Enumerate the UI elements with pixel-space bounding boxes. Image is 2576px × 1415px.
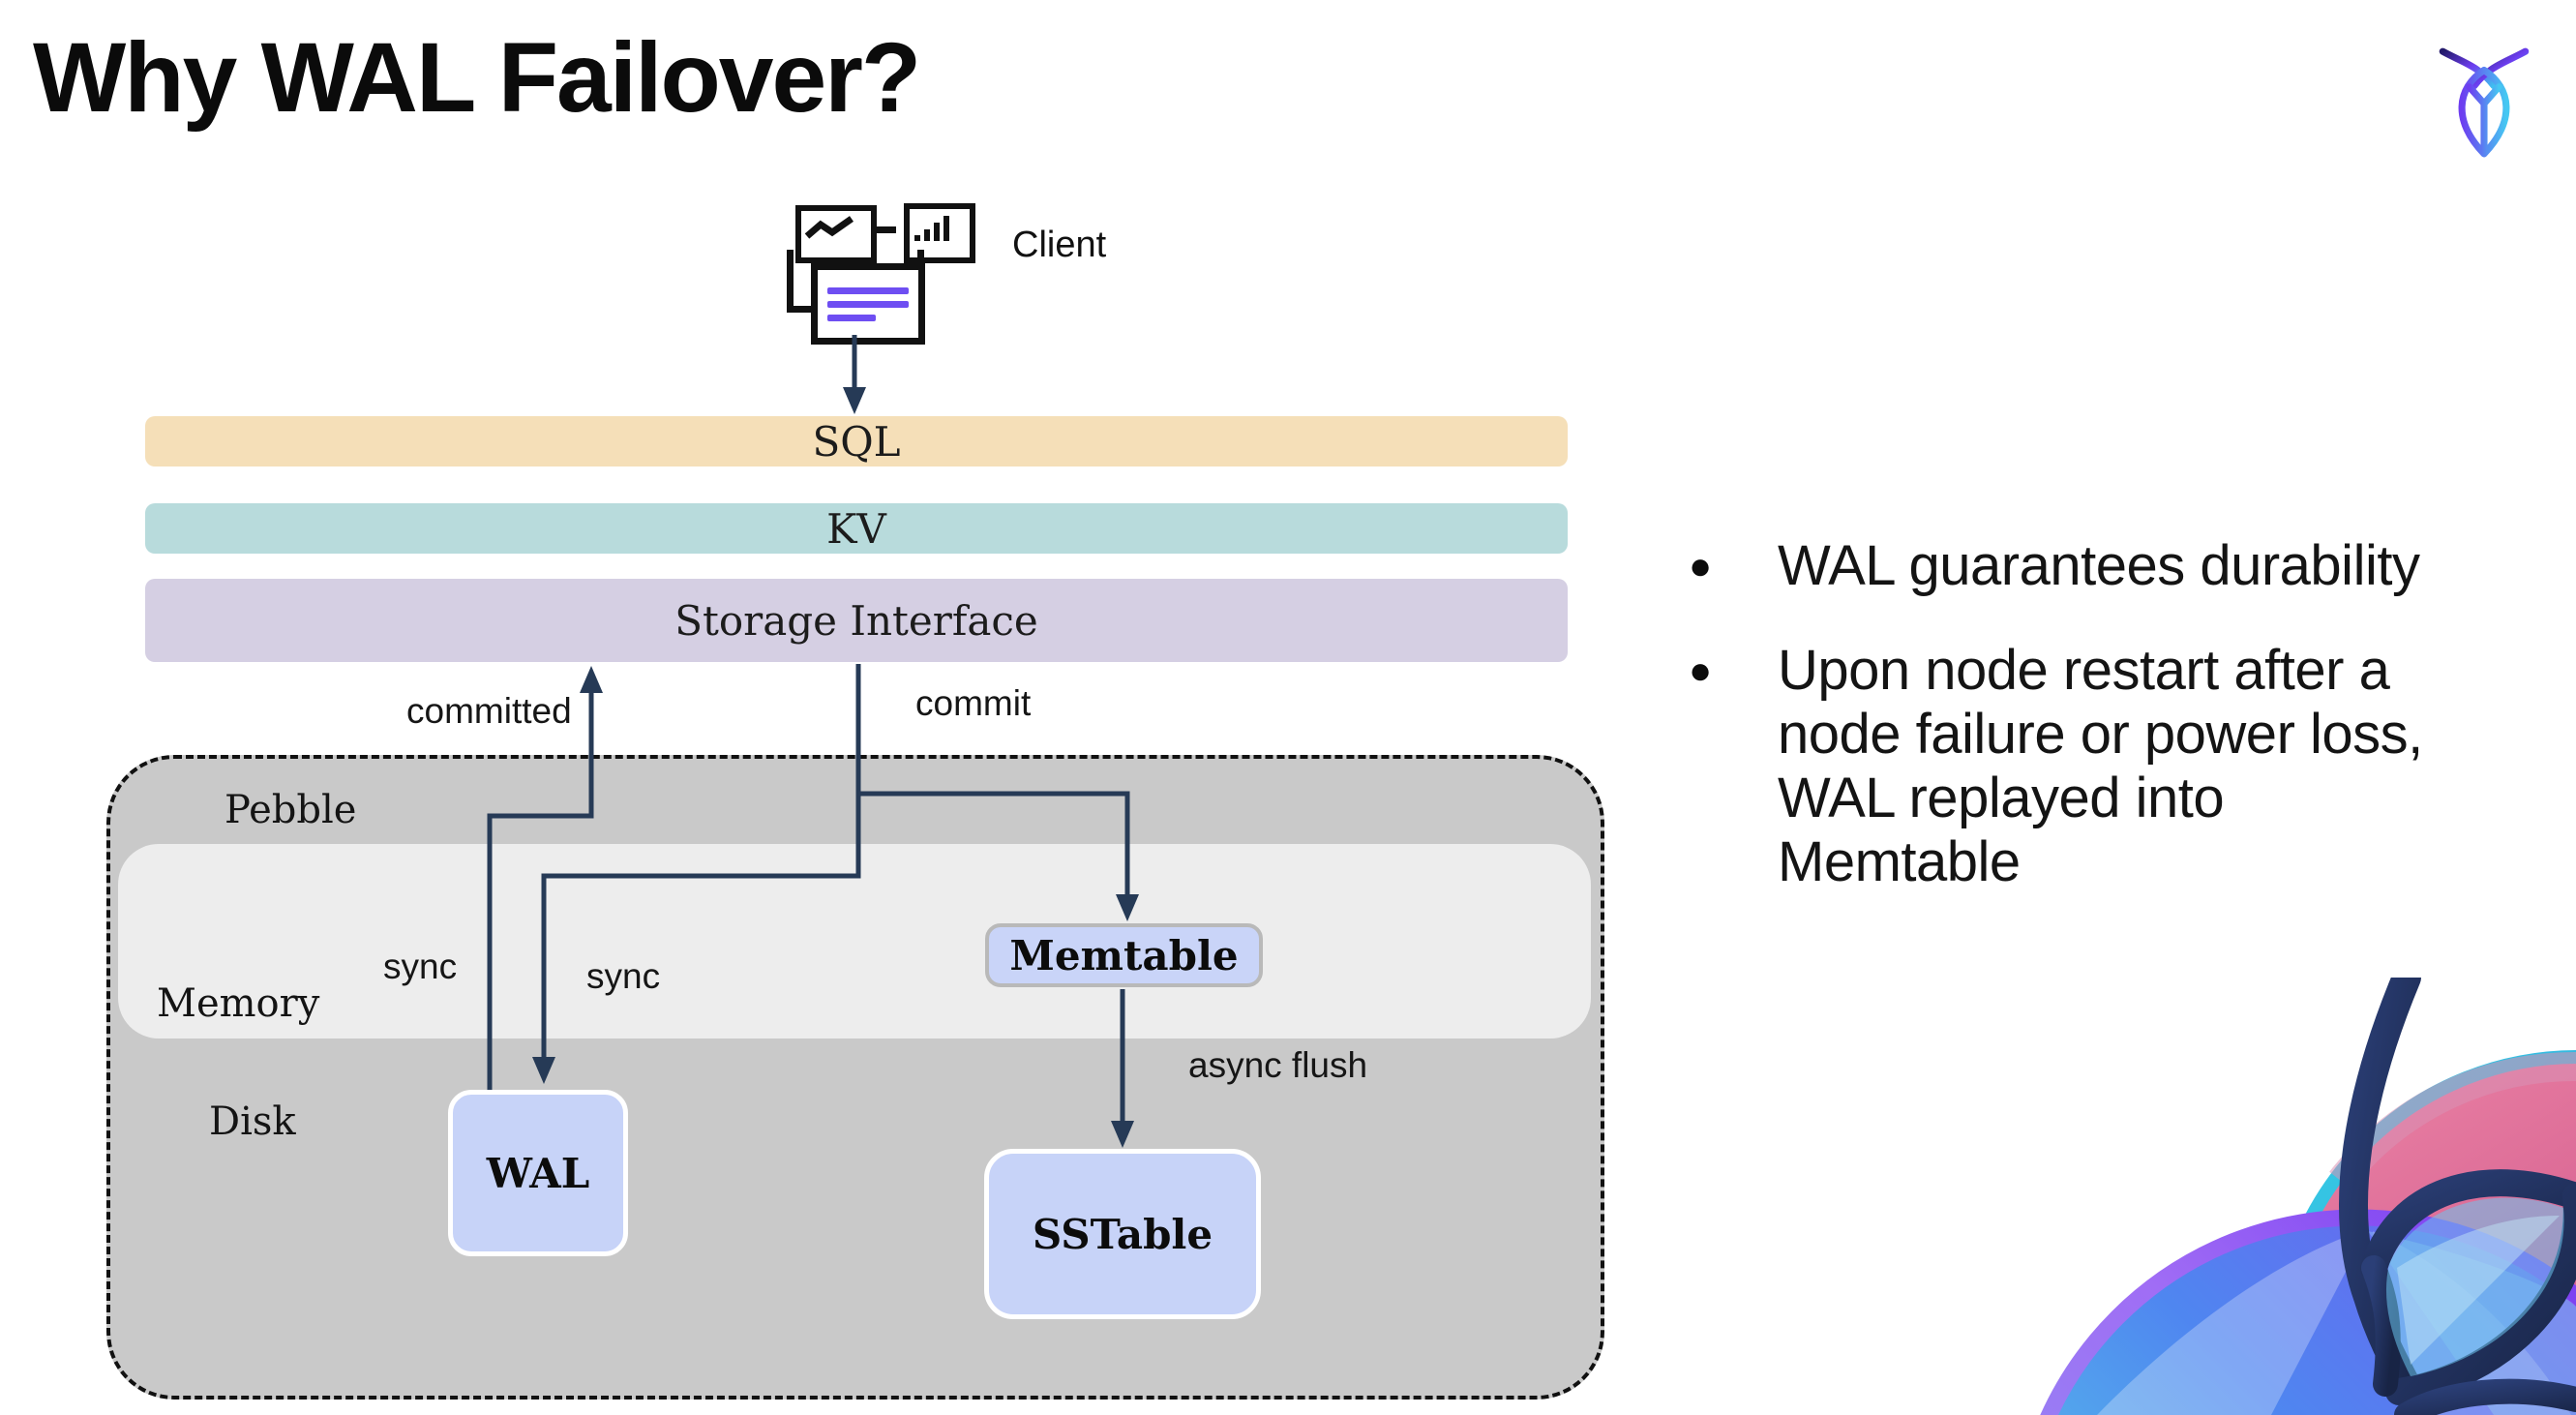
edge-label-sync-left: sync xyxy=(383,947,458,986)
disk-label: Disk xyxy=(209,1099,296,1144)
arrowhead-down-sql xyxy=(843,387,866,414)
doc-line xyxy=(827,300,909,308)
doc-line xyxy=(827,314,877,321)
bullet-dot: ● xyxy=(1689,649,1713,692)
memtable-node-label: Memtable xyxy=(1009,931,1239,979)
page-title: Why WAL Failover? xyxy=(33,22,921,133)
wal-node: WAL xyxy=(448,1090,628,1256)
layer-label-storage-interface: Storage Interface xyxy=(674,596,1038,645)
line-chart-icon xyxy=(795,205,877,263)
layer-bar-kv: KV xyxy=(145,503,1568,554)
dash-connector xyxy=(877,226,896,233)
memory-label: Memory xyxy=(157,981,320,1026)
cockroachdb-logo-icon xyxy=(2439,47,2530,158)
list-item: ● WAL guarantees durability xyxy=(1689,534,2560,598)
edge-label-sync-right: sync xyxy=(586,956,661,996)
bullet-text: WAL guarantees durability xyxy=(1778,534,2420,597)
bar-chart-icon xyxy=(904,203,975,263)
doc-line xyxy=(827,286,909,294)
bullet-text: Upon node restart after a node failure o… xyxy=(1778,639,2423,893)
bullet-list: ● WAL guarantees durability ● Upon node … xyxy=(1689,534,2560,894)
wal-node-label: WAL xyxy=(486,1149,590,1197)
edge-label-commit: commit xyxy=(915,683,1032,723)
edge-label-async-flush: async flush xyxy=(1188,1045,1368,1085)
document-icon xyxy=(811,263,925,345)
edge-label-committed: committed xyxy=(406,691,572,731)
layer-bar-sql: SQL xyxy=(145,416,1568,467)
bullet-dot: ● xyxy=(1689,545,1713,587)
layer-label-sql: SQL xyxy=(812,417,901,466)
memtable-node: Memtable xyxy=(985,923,1263,987)
cockroachdb-brand-art xyxy=(2040,978,2576,1415)
sstable-node: SSTable xyxy=(984,1149,1261,1319)
layer-bar-storage-interface: Storage Interface xyxy=(145,579,1568,662)
memory-band xyxy=(118,844,1591,1039)
tray-bracket-left xyxy=(787,250,824,313)
sstable-node-label: SSTable xyxy=(1032,1210,1213,1258)
pebble-label: Pebble xyxy=(225,788,357,832)
layer-label-kv: KV xyxy=(826,504,886,553)
client-label: Client xyxy=(1012,225,1107,265)
arrowhead-up-storage xyxy=(580,666,603,693)
list-item: ● Upon node restart after a node failure… xyxy=(1689,639,2560,894)
